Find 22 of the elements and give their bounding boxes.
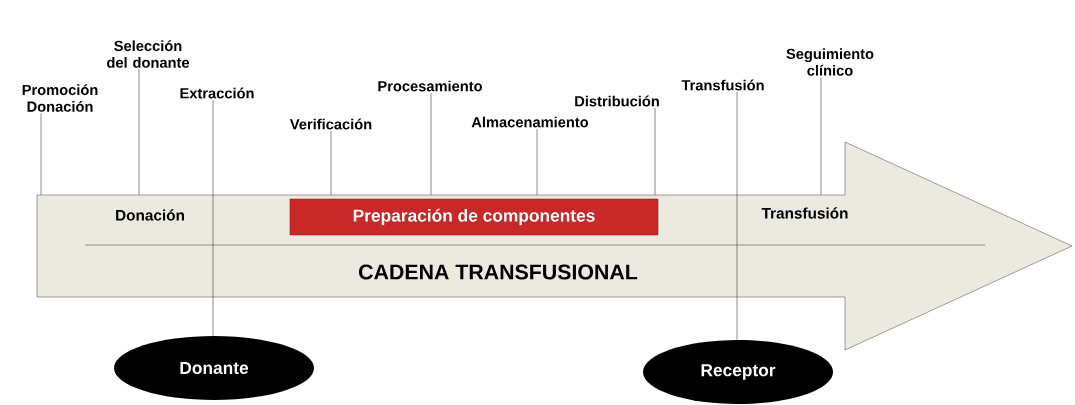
- leader-line: [330, 130, 332, 195]
- step-label: Distribución: [575, 95, 659, 107]
- section-label: Transfusión: [761, 207, 848, 219]
- stage-box: Preparación de componentes: [289, 198, 659, 236]
- chain-title: CADENA TRANSFUSIONAL: [359, 264, 638, 280]
- step-label: Selección del donante: [107, 40, 190, 68]
- leader-line: [138, 69, 140, 195]
- leader-line: [430, 92, 432, 195]
- step-label: Extracción: [180, 87, 254, 99]
- leader-line: [536, 128, 538, 195]
- step-label: Seguimiento clínico: [786, 48, 874, 76]
- step-label: Almacenamiento: [471, 116, 589, 128]
- leader-line: [212, 99, 214, 336]
- step-label: Promoción Donación: [22, 84, 98, 112]
- step-label: Procesamiento: [378, 80, 482, 92]
- leader-line: [40, 113, 42, 195]
- step-label: Transfusión: [681, 79, 764, 91]
- step-label: Verificación: [289, 118, 372, 130]
- section-label: Donación: [116, 209, 184, 221]
- leader-line: [654, 107, 656, 195]
- leader-line: [820, 77, 822, 195]
- leader-line: [736, 91, 738, 340]
